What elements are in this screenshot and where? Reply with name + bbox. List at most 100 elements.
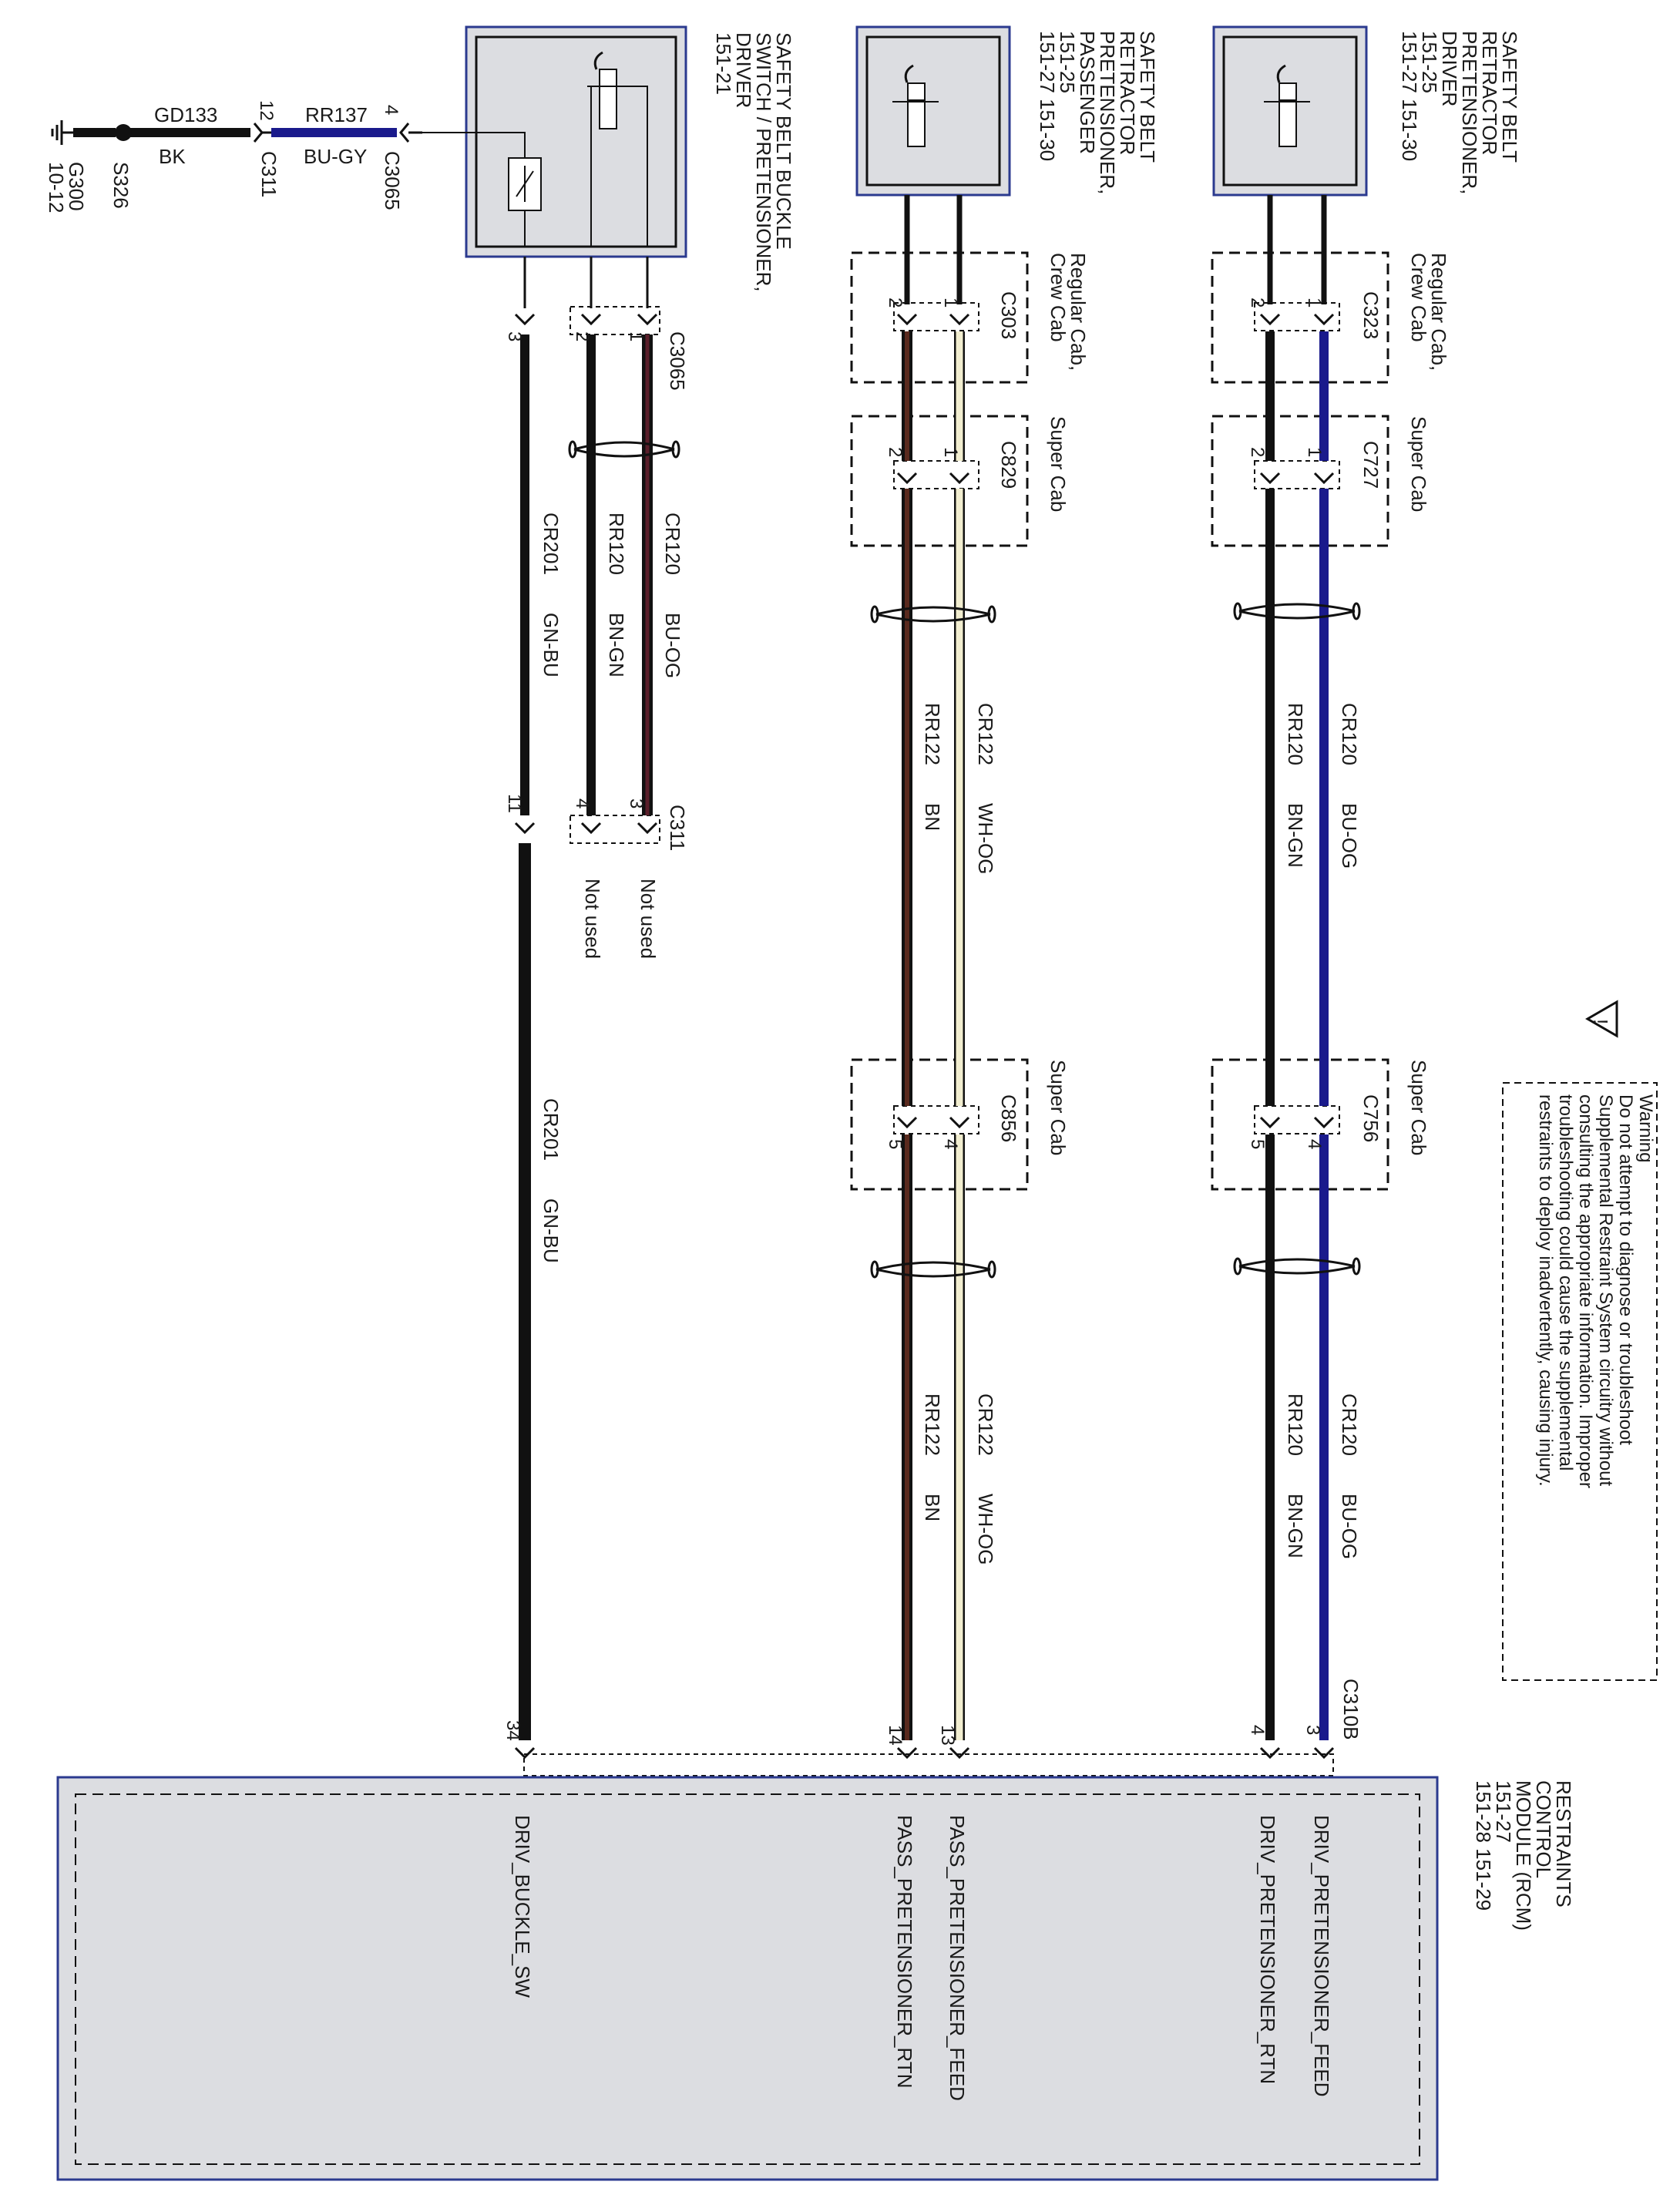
connector-arrow-icon — [949, 1746, 970, 1760]
c829-pin-2: 2 — [885, 447, 906, 457]
c756-note: Super Cab — [1407, 1060, 1430, 1155]
c311-name: C311 — [666, 805, 689, 851]
splice-label: S326 — [109, 162, 133, 209]
connector-arrow-icon — [580, 822, 602, 835]
connector-arrow-icon — [1313, 472, 1335, 485]
twist-icon — [870, 1260, 996, 1279]
rcm-label-5: 151-28 151-29 — [1472, 1780, 1495, 1911]
driver-retractor-label-2: RETRACTOR — [1478, 31, 1501, 155]
warning-line-3: Supplemental Restraint System circuitry … — [1595, 1094, 1616, 1487]
buckle-switch-icon — [508, 157, 542, 211]
c323-note-1: Regular Cab, — [1427, 253, 1450, 371]
buckle-switch-component: SAFETY BELT BUCKLE SWITCH / PRETENSIONER… — [422, 25, 795, 292]
passenger-retractor-label-1: SAFETY BELT — [1136, 31, 1159, 163]
driver-feed-circuit-2: CR120 — [1338, 1393, 1361, 1456]
c727-name: C727 — [1359, 441, 1383, 489]
rcm-pin-driv-buckle-sw: DRIV_BUCKLE_SW — [511, 1815, 534, 1998]
c829-pin-1: 1 — [940, 447, 961, 457]
rcm-label-1: RESTRAINTS — [1552, 1780, 1575, 1908]
rcm-pin-driv-pretensioner-rtn: DRIV_PRETENSIONER_RTN — [1256, 1815, 1279, 2084]
connector-arrow-icon — [896, 1116, 918, 1129]
connector-boxes — [523, 251, 1389, 1777]
c303-pin-2: 2 — [885, 297, 906, 308]
warning-line-2: Do not attempt to diagnose or troublesho… — [1615, 1094, 1636, 1445]
connector-c727 — [1211, 415, 1389, 547]
c829-name: C829 — [997, 441, 1020, 489]
warning-line-6: restraints to deploy inadvertently, caus… — [1535, 1094, 1556, 1487]
c311-not-used-2: Not used — [581, 879, 604, 959]
pretensioner-icon — [892, 64, 939, 147]
connector-arrow-icon — [514, 1746, 536, 1760]
connector-c856 — [850, 1058, 1029, 1191]
connector-arrow-icon — [896, 472, 918, 485]
passenger-retractor-label-5: 151-25 — [1056, 31, 1079, 93]
pass-rtn-circuit-1: RR122 — [921, 703, 944, 765]
buckle-a-circuit: CR120 — [661, 513, 684, 575]
c310b-pin-13: 13 — [937, 1725, 958, 1746]
connector-arrow-icon — [949, 1116, 970, 1129]
connector-c323 — [1211, 251, 1389, 384]
passenger-retractor-label-2: RETRACTOR — [1116, 31, 1139, 155]
warning-line-1: Warning — [1635, 1094, 1656, 1162]
c3065-pin-2: 2 — [572, 331, 593, 341]
c311-pin-11: 11 — [504, 794, 525, 813]
warning-exclamation: ! — [1589, 1019, 1612, 1024]
c3065-pin-4: 4 — [381, 105, 402, 115]
c756-pin-5: 5 — [1247, 1139, 1268, 1149]
connector-arrow-icon — [253, 123, 264, 143]
buckle-switch-label-1: SAFETY BELT BUCKLE — [772, 32, 795, 250]
twisted-pair-markers — [568, 440, 1361, 1279]
connector-arrow-icon — [1259, 472, 1281, 485]
c856-pin-5: 5 — [885, 1139, 906, 1149]
c727-note: Super Cab — [1407, 416, 1430, 512]
connector-arrow-icon — [1259, 1746, 1281, 1760]
pass-rtn-color-2: BN — [921, 1494, 944, 1521]
driver-retractor-label-1: SAFETY BELT — [1498, 31, 1521, 163]
buckle-sw-circuit-2: CR201 — [539, 1098, 563, 1161]
pass-feed-color-1: WH-OG — [974, 803, 997, 874]
connector-arrow-icon — [399, 123, 410, 143]
gd133-circuit: GD133 — [154, 103, 217, 126]
c303-pin-1: 1 — [940, 297, 961, 308]
c311-label-top: C311 — [257, 151, 281, 197]
driver-feed-circuit-1: CR120 — [1338, 703, 1361, 765]
rcm-label-2: CONTROL — [1532, 1780, 1555, 1878]
wires — [519, 195, 1329, 1796]
driver-retractor-label-4: DRIVER — [1438, 31, 1461, 106]
connector-arrow-icon — [949, 472, 970, 485]
c311-pin-4: 4 — [572, 798, 593, 808]
rcm-label-4: 151-27 — [1492, 1780, 1515, 1843]
c323-name: C323 — [1359, 291, 1383, 339]
connector-arrow-icon — [896, 1746, 918, 1760]
gd133-color: BK — [159, 145, 186, 168]
driver-rtn-color-1: BN-GN — [1284, 803, 1307, 868]
connector-arrow-icon — [896, 313, 918, 326]
connector-arrow-icon — [637, 313, 658, 326]
driver-rtn-color-2: BN-GN — [1284, 1494, 1307, 1558]
pass-rtn-circuit-2: RR122 — [921, 1393, 944, 1456]
driver-rtn-circuit-1: RR120 — [1284, 703, 1307, 765]
c311-pin-3: 3 — [626, 798, 647, 808]
c856-pin-4: 4 — [940, 1139, 961, 1149]
rcm-pin-pass-pretensioner-rtn: PASS_PRETENSIONER_RTN — [893, 1815, 916, 2088]
buckle-switch-label-4: 151-21 — [712, 32, 735, 95]
rcm-module: RESTRAINTS CONTROL MODULE (RCM) 151-27 1… — [56, 1776, 1575, 2181]
buckle-sw-color-2: GN-BU — [539, 1198, 563, 1263]
connector-c3065 — [570, 306, 660, 335]
pass-rtn-color-1: BN — [921, 803, 944, 831]
pass-feed-color-2: WH-OG — [974, 1494, 997, 1565]
pass-feed-circuit-1: CR122 — [974, 703, 997, 765]
twist-icon — [568, 440, 680, 459]
ground-icon — [51, 120, 73, 145]
driver-rtn-circuit-2: RR120 — [1284, 1393, 1307, 1456]
c756-pin-4: 4 — [1304, 1139, 1325, 1149]
c310b-pin-3: 3 — [1302, 1725, 1323, 1735]
connector-arrow-icon — [580, 313, 602, 326]
c727-pin-1: 1 — [1304, 447, 1325, 457]
c310b-pin-14: 14 — [885, 1725, 906, 1746]
ground-name: G300 — [65, 162, 88, 211]
connector-arrow-icon — [514, 822, 536, 835]
c303-name: C303 — [997, 291, 1020, 339]
connector-arrow-icon — [514, 313, 536, 326]
